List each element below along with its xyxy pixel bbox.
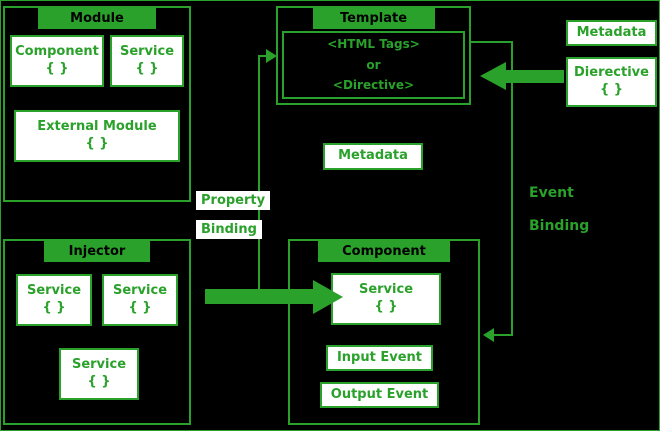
module-external-module-box: External Module { } [14, 110, 180, 162]
module-component-box: Component { } [10, 35, 104, 87]
template-html-tags-text: <HTML Tags> [327, 37, 420, 52]
directive-braces: { } [599, 82, 624, 97]
injector-service-3-braces: { } [87, 374, 111, 389]
property-binding-label-line2: Binding [196, 220, 262, 239]
metadata-middle-box: Metadata [323, 143, 423, 170]
directive-box: Dierective { } [566, 57, 657, 107]
injector-service-1-label: Service [26, 283, 82, 299]
injector-service-box-3: Service { } [59, 348, 139, 400]
module-service-label: Service [119, 44, 175, 60]
event-binding-line-vertical [511, 41, 513, 335]
component-input-event-box: Input Event [326, 345, 433, 371]
module-component-label: Component [15, 44, 99, 60]
event-binding-label-line2: Binding [529, 218, 590, 234]
module-component-braces: { } [45, 61, 69, 76]
module-box: Module Component { } Service { } Externa… [3, 6, 191, 202]
metadata-top-label: Metadata [576, 24, 647, 40]
injector-service-box-1: Service { } [16, 274, 92, 326]
injector-service-3-label: Service [71, 357, 127, 373]
module-external-module-label: External Module [37, 119, 157, 135]
event-binding-line-bottom [492, 334, 513, 336]
injector-to-component-arrow-body [205, 289, 315, 304]
module-external-module-braces: { } [85, 136, 109, 151]
module-title: Module [38, 8, 156, 29]
injector-service-1-braces: { } [42, 300, 66, 315]
module-service-box: Service { } [110, 35, 184, 87]
property-binding-arrowhead-icon [266, 49, 277, 63]
component-service-braces: { } [374, 299, 398, 314]
component-output-event-box: Output Event [320, 382, 439, 408]
component-box: Component Service { } Input Event Output… [288, 239, 480, 425]
component-service-box: Service { } [331, 273, 441, 325]
component-title: Component [318, 241, 450, 262]
directive-to-template-arrow-body [504, 70, 564, 83]
injector-service-box-2: Service { } [102, 274, 178, 326]
property-binding-line-vertical [258, 55, 260, 297]
event-binding-arrowhead-icon [483, 328, 494, 342]
component-input-event-label: Input Event [336, 349, 423, 365]
component-output-event-label: Output Event [330, 386, 429, 402]
property-binding-line-horizontal [258, 55, 270, 57]
injector-to-component-arrowhead-icon [313, 280, 343, 314]
template-directive-text: <Directive> [332, 78, 415, 93]
directive-to-template-arrowhead-icon [480, 62, 506, 90]
template-title: Template [312, 8, 435, 29]
injector-box: Injector Service { } Service { } Service… [3, 239, 191, 425]
template-or-text: or [366, 57, 381, 72]
property-binding-label-line1: Property [196, 191, 271, 210]
injector-service-2-braces: { } [128, 300, 152, 315]
injector-service-2-label: Service [112, 283, 168, 299]
metadata-middle-label: Metadata [338, 148, 408, 164]
module-service-braces: { } [135, 61, 159, 76]
template-content-box: <HTML Tags> or <Directive> [282, 31, 465, 99]
injector-title: Injector [44, 241, 150, 262]
component-service-label: Service [358, 282, 414, 298]
template-box: Template <HTML Tags> or <Directive> [276, 6, 471, 105]
event-binding-line-top [471, 41, 513, 43]
directive-label: Dierective [574, 65, 649, 81]
metadata-top-box: Metadata [566, 20, 657, 46]
event-binding-label-line1: Event [529, 185, 574, 201]
